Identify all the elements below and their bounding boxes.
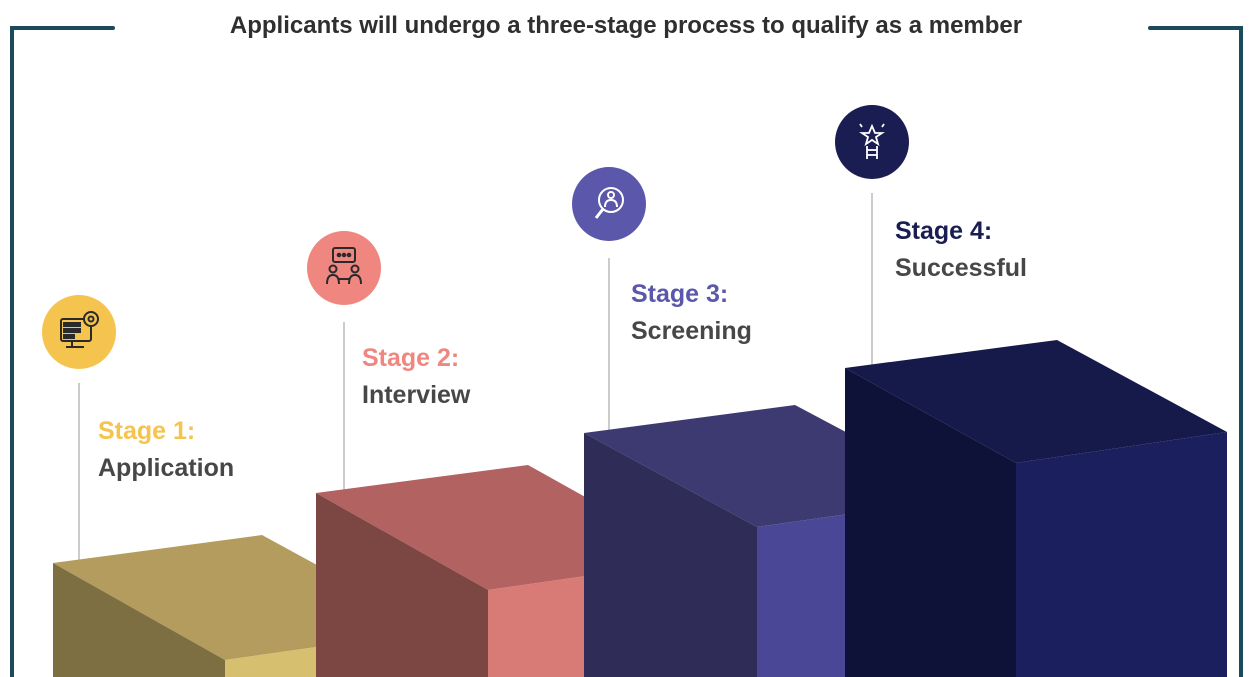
stage-3-icon-circle bbox=[572, 167, 646, 241]
stage-4-icon-circle bbox=[835, 105, 909, 179]
interview-meeting-icon bbox=[326, 247, 362, 285]
stage-1-name: Application bbox=[98, 454, 235, 482]
page-title: Applicants will undergo a three-stage pr… bbox=[229, 12, 1023, 39]
stage-2-icon-circle bbox=[307, 231, 381, 305]
stage-1-block-left bbox=[53, 563, 225, 677]
stage-4-block bbox=[845, 340, 1227, 677]
stage-2-icon-group bbox=[307, 231, 381, 305]
stage-3-block-left bbox=[584, 433, 757, 677]
stage-1-label: Stage 1: Application bbox=[98, 413, 234, 487]
stage-4-block-left bbox=[845, 368, 1016, 677]
stage-3-name: Screening bbox=[631, 317, 752, 345]
stage-1-icon-group bbox=[42, 295, 116, 369]
star-ladder-success-icon bbox=[859, 123, 885, 159]
magnifier-screening-icon bbox=[594, 187, 624, 219]
frame bbox=[10, 26, 1243, 677]
stage-2-number: Stage 2: bbox=[362, 344, 460, 372]
stage-4-block-top bbox=[845, 340, 1227, 463]
stage-2-block-left bbox=[316, 493, 488, 677]
frame-left bbox=[10, 26, 115, 677]
stage-1-number: Stage 1: bbox=[98, 417, 196, 445]
stage-3-number: Stage 3: bbox=[631, 280, 729, 308]
stage-4-name: Successful bbox=[895, 254, 1028, 282]
connector-lines bbox=[78, 193, 873, 563]
computer-settings-icon bbox=[60, 311, 99, 348]
stage-4-block-front bbox=[1016, 432, 1227, 677]
stage-4-icon-group bbox=[835, 105, 909, 179]
stage-4-label: Stage 4: Successful bbox=[895, 213, 1027, 287]
stage-3-label: Stage 3: Screening bbox=[631, 276, 752, 350]
stage-2-name: Interview bbox=[362, 381, 471, 409]
stage-2-label: Stage 2: Interview bbox=[362, 340, 470, 414]
frame-right bbox=[1148, 26, 1243, 677]
stage-3-icon-group bbox=[572, 167, 646, 241]
stage-4-number: Stage 4: bbox=[895, 217, 993, 245]
